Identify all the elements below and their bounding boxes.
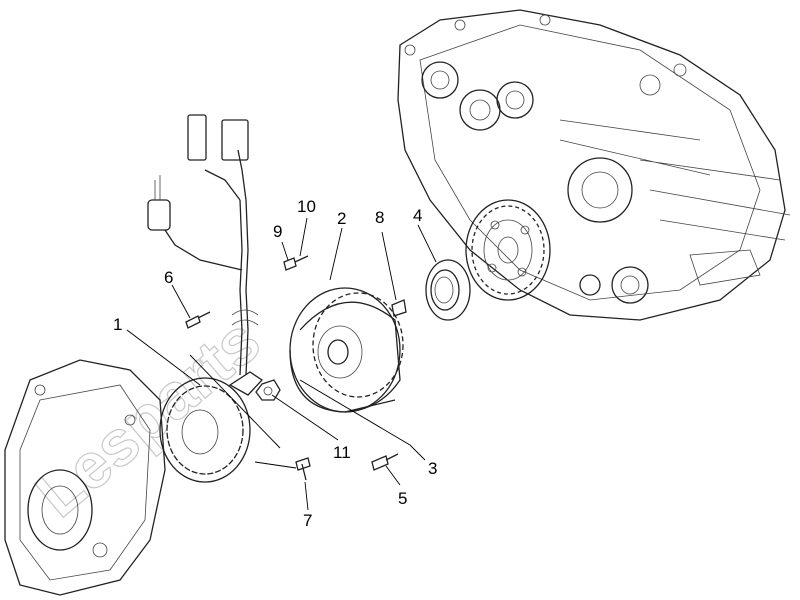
flywheel-rotor [289,287,404,413]
bearing-ring [425,259,471,321]
callout-6: 6 [164,268,173,287]
watermark: Lesparts [23,304,274,531]
callout-11: 11 [333,443,351,462]
bolt-9 [283,255,309,271]
bolt-7 [295,457,311,481]
callout-5: 5 [398,489,407,508]
callout-4: 4 [413,206,422,225]
side-cover [4,359,166,596]
callout-8: 8 [375,208,384,227]
stator-assembly [147,114,263,483]
callout-10: 10 [297,197,316,216]
starter-ring-gear [465,199,551,301]
leader-lines [126,217,437,511]
callout-9: 9 [273,222,282,241]
bolt-5 [371,453,399,471]
callout-3: 3 [428,459,437,478]
callout-1: 1 [113,315,122,334]
callout-7: 7 [303,511,312,530]
callout-labels: 1 2 3 4 5 6 7 8 9 10 11 [113,197,437,530]
flywheel-nut [255,379,281,401]
engine-crankcase [397,9,791,321]
callout-2: 2 [337,209,346,228]
bolt-6 [185,311,211,329]
woodruff-key [391,299,407,317]
